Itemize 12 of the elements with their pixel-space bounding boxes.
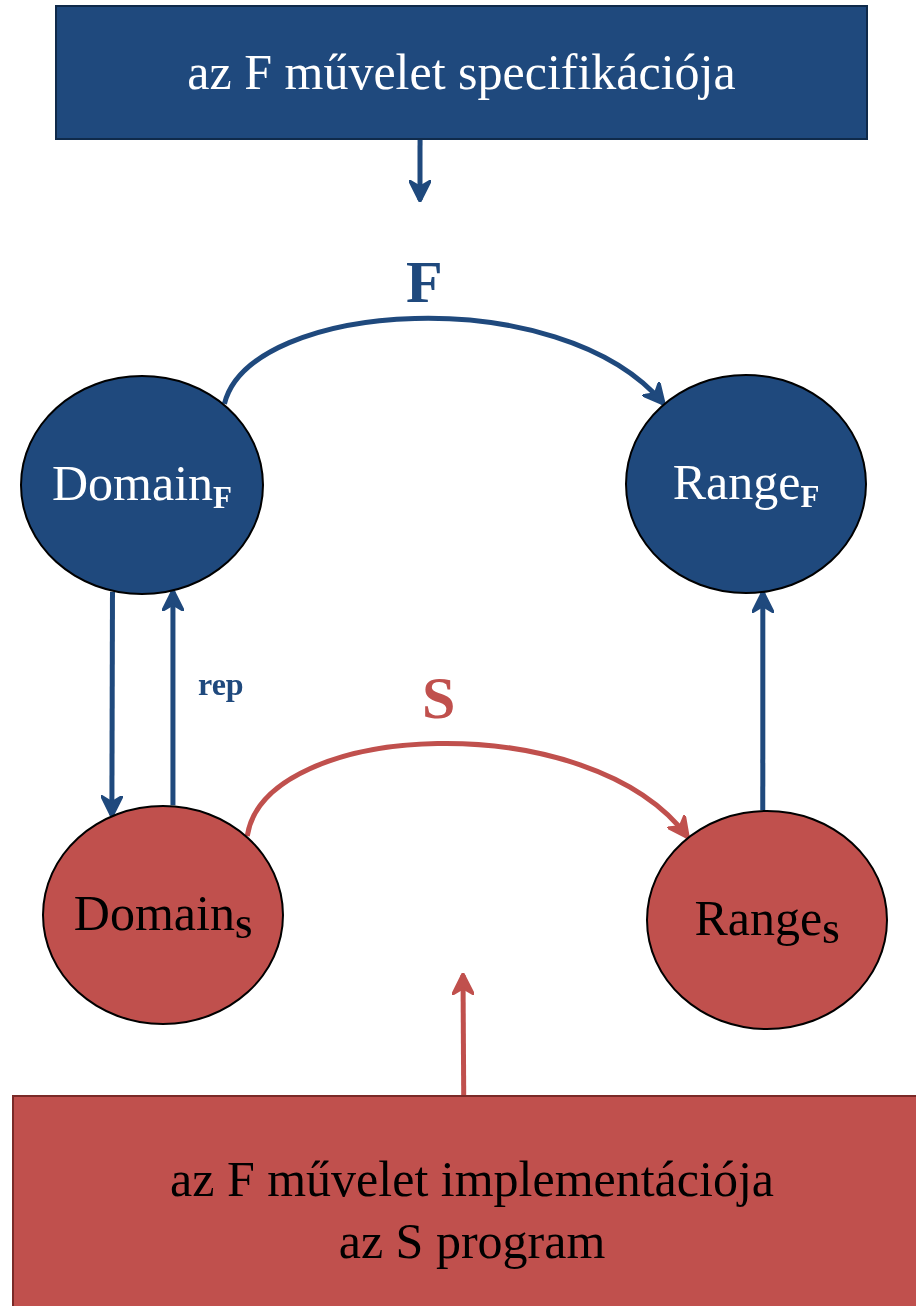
box-text: az F művelet specifikációja	[187, 43, 736, 103]
set-label: Domain$_{F}$	[52, 454, 232, 517]
set-label: Range$_{S}$	[694, 889, 840, 952]
implementation-box	[12, 1095, 916, 1306]
set-label: Range$_{F}$	[672, 453, 820, 516]
box-text: az F művelet implementációja az S program	[169, 1149, 775, 1271]
arrow	[451, 971, 476, 1095]
arrow	[407, 140, 433, 204]
set-label: Domain$_{S}$	[73, 884, 253, 947]
mapping-arrow	[244, 741, 691, 840]
mapping-arrow	[222, 316, 667, 407]
title-box	[55, 5, 868, 140]
